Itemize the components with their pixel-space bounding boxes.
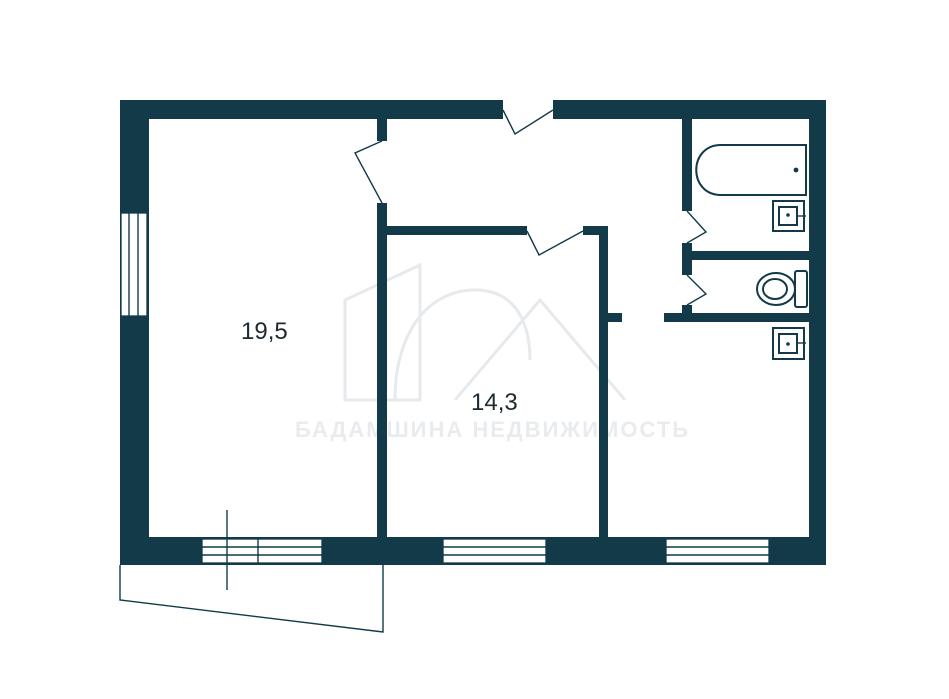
room-2-area-label: 14,3 [471,389,518,416]
door-room-1 [354,140,383,204]
window-bottom-2 [442,538,547,564]
svg-text:БАДАМШИНА НЕДВИЖИМОСТЬ: БАДАМШИНА НЕДВИЖИМОСТЬ [295,417,690,442]
watermark-logo: БАДАМШИНА НЕДВИЖИМОСТЬ [295,262,690,442]
toilet [756,270,808,308]
door-entrance [502,109,554,136]
door-bathroom [686,210,708,244]
interior-walls [377,119,809,537]
room-1-area-label: 19,5 [241,318,288,345]
sink-bathroom [772,200,806,232]
door-room-2 [526,230,584,256]
window-left [120,212,148,317]
bathtub [695,144,807,196]
window-bottom-3 [665,538,770,564]
window-bottom-1 [201,538,323,564]
sink-kitchen [772,327,806,360]
balcony [119,510,384,633]
door-toilet [686,274,708,306]
